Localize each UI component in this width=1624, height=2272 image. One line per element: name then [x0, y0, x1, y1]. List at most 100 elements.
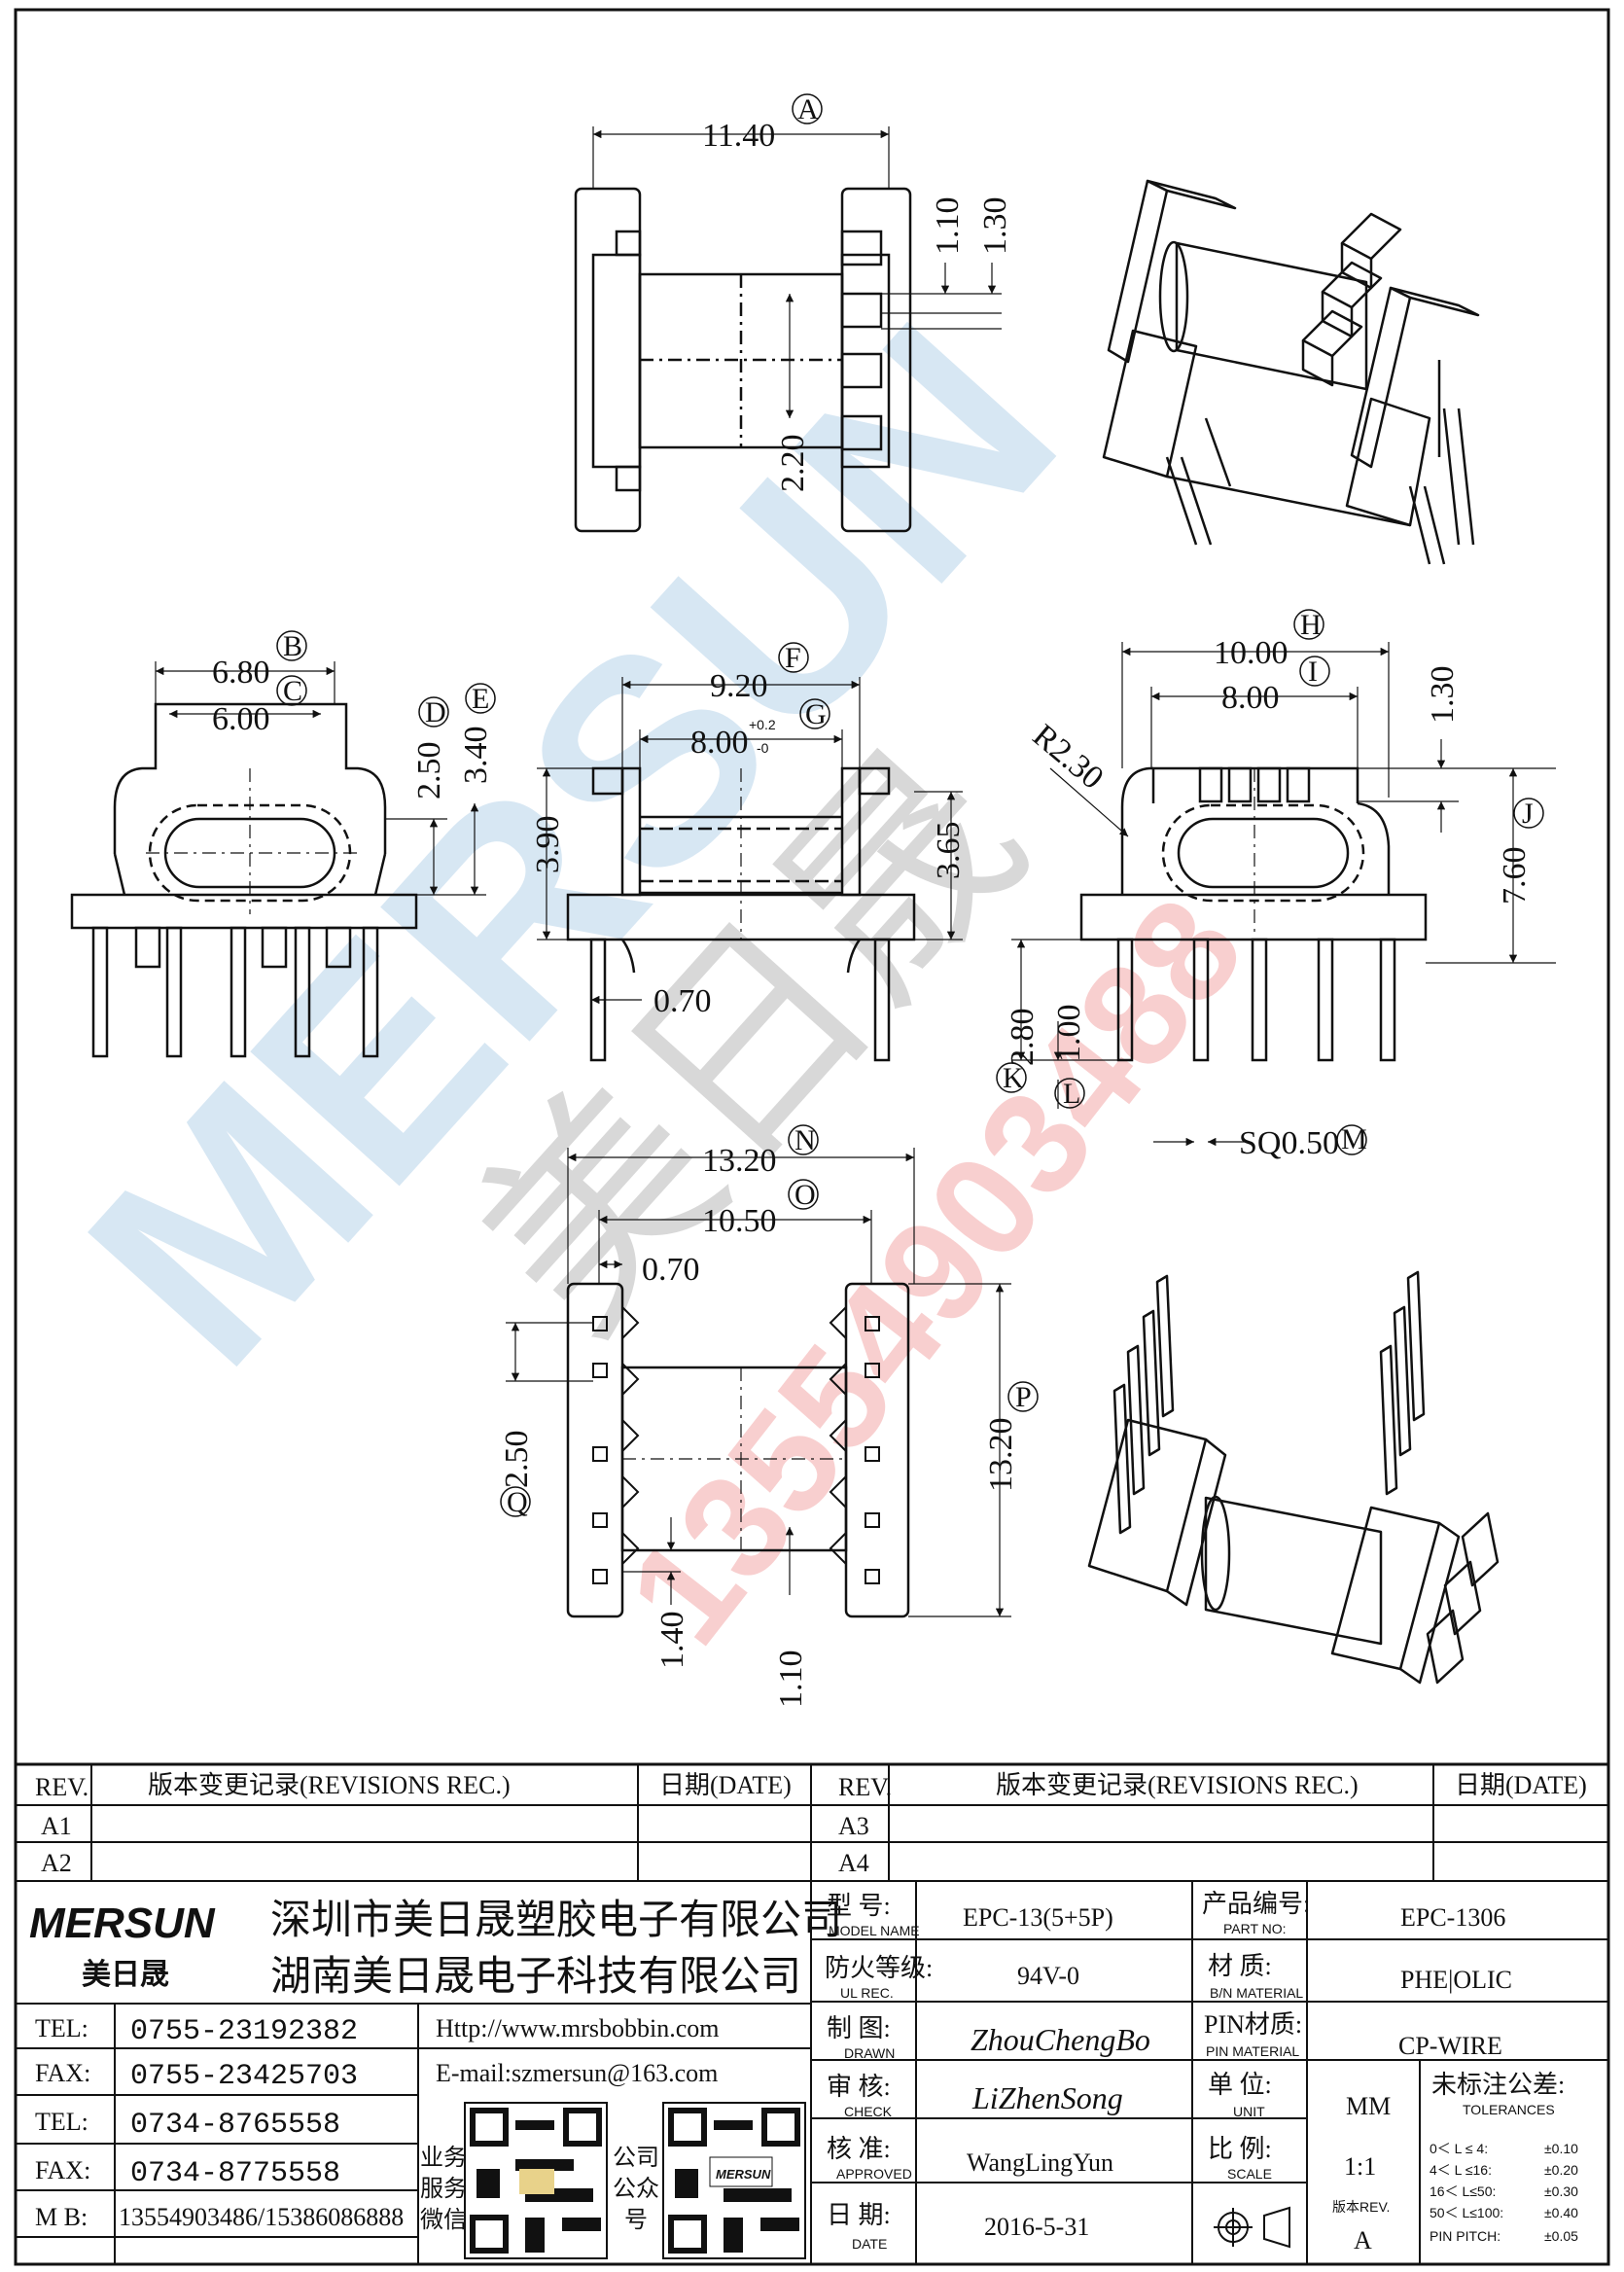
side-view-left: [70, 661, 486, 1058]
top-view: [574, 126, 1002, 533]
tol-value-5: ±0.05: [1544, 2228, 1578, 2244]
rev-a3: A3: [838, 1812, 869, 1840]
tol-value-1: ±0.10: [1544, 2141, 1578, 2156]
dim-side-w1-tag: B: [283, 630, 302, 662]
dim-side-w2: 6.00: [212, 701, 270, 737]
qr2-label-1: 公司: [613, 2144, 659, 2171]
drawn-value: ZhouChengBo: [971, 2022, 1150, 2057]
contact-value-4: 0734-8775558: [130, 2157, 340, 2190]
dim-front-foot: 0.70: [653, 983, 712, 1019]
dim-a: 11.40: [702, 118, 775, 154]
company-logo: MERSUN: [29, 1899, 216, 1947]
model-value: EPC-13(5+5P): [963, 1903, 1113, 1932]
ul-value: 94V-0: [1017, 1962, 1079, 1990]
dim-side-h1: 2.50: [411, 742, 447, 800]
dim-front-w-tag: F: [785, 642, 801, 674]
projection-symbol-icon: [1214, 2206, 1290, 2249]
rev-rec-header-right: 版本变更记录(REVISIONS REC.): [996, 1771, 1359, 1799]
company-name-1: 深圳市美日晟塑胶电子有限公司: [270, 1896, 842, 1943]
dim-radius: R2.30: [1026, 718, 1111, 797]
model-label: 型 号:: [827, 1892, 891, 1920]
dim-pin-sq: SQ0.50: [1239, 1125, 1339, 1161]
dim-bot-w1-tag: N: [794, 1124, 816, 1156]
approved-value: WangLingYun: [967, 2148, 1113, 2177]
dim-b2: 1.30: [977, 197, 1013, 256]
dim-side-h1-tag: D: [425, 696, 446, 728]
rev-header-right: REV.: [838, 1773, 892, 1801]
dim-front-inner: 8.00: [690, 725, 749, 761]
qr2-label-3: 号: [624, 2206, 648, 2233]
rev-header-left: REV.: [35, 1773, 88, 1801]
material-value: PHE|OLIC: [1400, 1966, 1512, 1994]
material-label-en: B/N MATERIAL: [1210, 1985, 1303, 2001]
qr1-label-2: 服务: [420, 2175, 467, 2202]
company-email: E-mail:szmersun@163.com: [436, 2059, 718, 2087]
dim-side-h2: 3.40: [458, 727, 494, 785]
contact-value-1: 0755-23192382: [130, 2015, 358, 2048]
dim-pin-off-tag: L: [1063, 1078, 1080, 1110]
dim-pin-len: 2.80: [1005, 1009, 1041, 1067]
date-label: 日 期:: [827, 2201, 891, 2229]
unit-label-en: UNIT: [1233, 2104, 1265, 2119]
dim-side-w2-tag: C: [283, 675, 302, 707]
contact-label-4: FAX:: [35, 2156, 90, 2184]
dim-pin-off: 1.00: [1051, 1005, 1087, 1063]
pin-mat-label: PIN材质:: [1204, 2010, 1302, 2039]
dim-r-w1: 10.00: [1214, 635, 1289, 671]
dim-front-w: 9.20: [710, 668, 768, 704]
dim-r-w2: 8.00: [1221, 680, 1280, 716]
company-http: Http://www.mrsbobbin.com: [436, 2014, 720, 2042]
unit-label: 单 位:: [1208, 2071, 1272, 2099]
contact-value-2: 0755-23425703: [130, 2060, 358, 2093]
qr-code-official: [662, 2102, 806, 2259]
pin-mat-label-en: PIN MATERIAL: [1206, 2043, 1299, 2059]
check-label: 审 核:: [827, 2073, 891, 2101]
dim-bot-w3: 0.70: [642, 1252, 700, 1288]
tol-label-en: TOLERANCES: [1463, 2102, 1555, 2117]
dim-front-h1: 3.90: [530, 816, 566, 874]
dim-bot-d1: 1.40: [654, 1612, 690, 1670]
tol-range-2: 4＜ L ≤16:: [1430, 2162, 1492, 2178]
unit-value: MM: [1346, 2092, 1391, 2120]
dim-side-h2-tag: E: [472, 683, 489, 715]
rev-a1: A1: [41, 1812, 72, 1840]
ul-label: 防火等级:: [825, 1954, 933, 1982]
part-label: 产品编号:: [1202, 1890, 1310, 1918]
dim-bot-h-tag: P: [1015, 1381, 1032, 1413]
qr-code-wechat: [464, 2102, 608, 2259]
company-logo-cn: 美日晟: [82, 1958, 169, 1992]
tol-label: 未标注公差:: [1431, 2071, 1565, 2099]
contact-label-5: M B:: [35, 2203, 88, 2231]
contact-value-5: 13554903486/15386086888: [119, 2203, 404, 2231]
scale-value: 1:1: [1344, 2152, 1376, 2181]
watermark: MERSUN 美日晟 13554903488: [27, 265, 1274, 1673]
contact-label-2: FAX:: [35, 2059, 90, 2087]
drawn-label: 制 图:: [827, 2014, 891, 2042]
dim-bot-w1: 13.20: [702, 1143, 777, 1179]
part-value: EPC-1306: [1400, 1903, 1505, 1932]
bottom-view: [506, 1148, 1011, 1618]
front-view-center: [537, 677, 963, 1062]
dim-front-inner-tol-up: +0.2: [749, 717, 776, 732]
drawn-label-en: DRAWN: [844, 2045, 895, 2061]
tol-value-2: ±0.20: [1544, 2162, 1578, 2178]
approved-label: 核 准:: [827, 2135, 891, 2163]
iso-view-top: [1102, 179, 1480, 565]
version-value: A: [1354, 2226, 1372, 2254]
tol-range-1: 0＜ L ≤ 4:: [1430, 2141, 1488, 2156]
version-label: 版本REV.: [1332, 2199, 1390, 2215]
pin-mat-value: CP-WIRE: [1398, 2032, 1502, 2060]
title-block: [14, 1762, 1610, 2266]
dim-front-inner-tol-dn: -0: [757, 740, 769, 756]
tol-range-3: 16＜ L≤50:: [1430, 2183, 1496, 2199]
material-label: 材 质:: [1208, 1952, 1272, 1980]
model-label-en: MODEL NAME: [829, 1923, 920, 1938]
qr2-label-2: 公众: [613, 2175, 659, 2202]
ul-label-en: UL REC.: [840, 1985, 894, 2001]
dim-bot-w2-tag: O: [794, 1179, 816, 1211]
check-value: LiZhenSong: [971, 2080, 1123, 2115]
dim-bot-h: 13.20: [983, 1418, 1019, 1493]
date-header-right: 日期(DATE): [1455, 1771, 1587, 1799]
dim-bot-d2: 1.10: [773, 1651, 809, 1709]
